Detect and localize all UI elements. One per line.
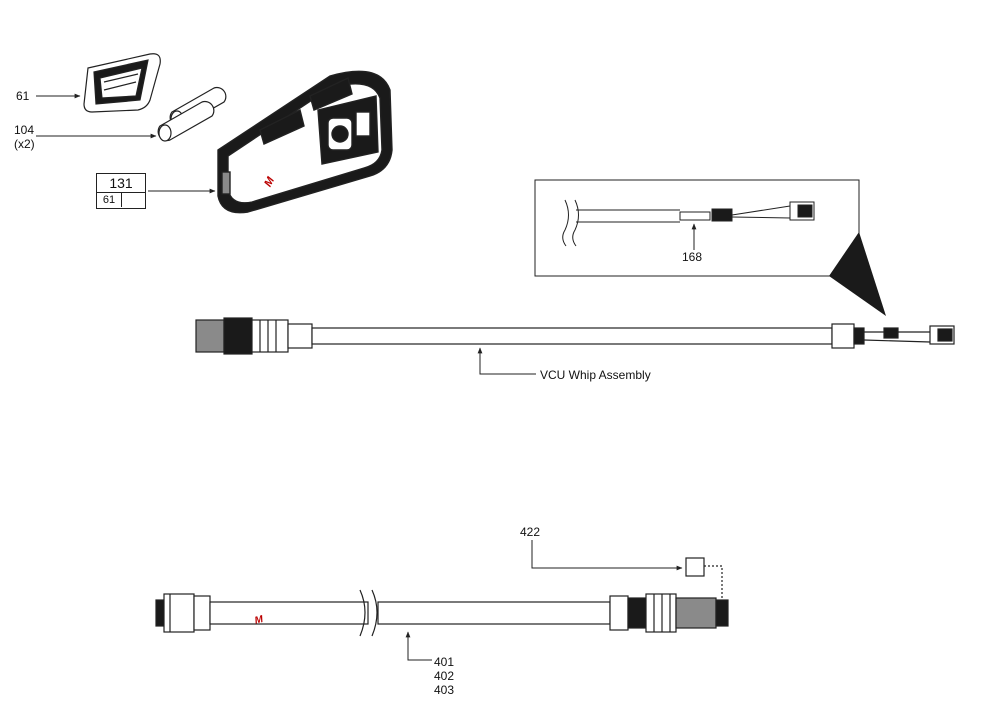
leader-lines-top: [36, 93, 216, 194]
callout-131-empty: [122, 193, 145, 207]
label-vcu-whip-assembly: VCU Whip Assembly: [540, 368, 651, 382]
label-104: 104: [14, 123, 35, 137]
aa-batteries-drawing: [157, 86, 227, 142]
callout-131-sub: 61: [97, 193, 122, 207]
label-104-qty: (x2): [14, 137, 35, 151]
label-61: 61: [16, 89, 30, 103]
label-422: 422: [520, 525, 541, 539]
label-402: 402: [434, 669, 455, 683]
leader-whip: [477, 347, 536, 375]
extension-cable-drawing: M: [155, 557, 729, 637]
detail-inset: [534, 179, 886, 316]
callout-131: 131 61: [96, 173, 146, 209]
remote-transmitter-drawing: M: [217, 70, 393, 214]
battery-cover-drawing: [83, 53, 161, 113]
label-401: 401: [434, 655, 455, 669]
label-168: 168: [682, 250, 703, 264]
svg-text:M: M: [254, 614, 265, 627]
label-403: 403: [434, 683, 455, 697]
callout-131-main: 131: [97, 174, 145, 193]
leader-lines-bottom: [405, 540, 683, 661]
vcu-whip-assembly-drawing: [195, 317, 955, 355]
